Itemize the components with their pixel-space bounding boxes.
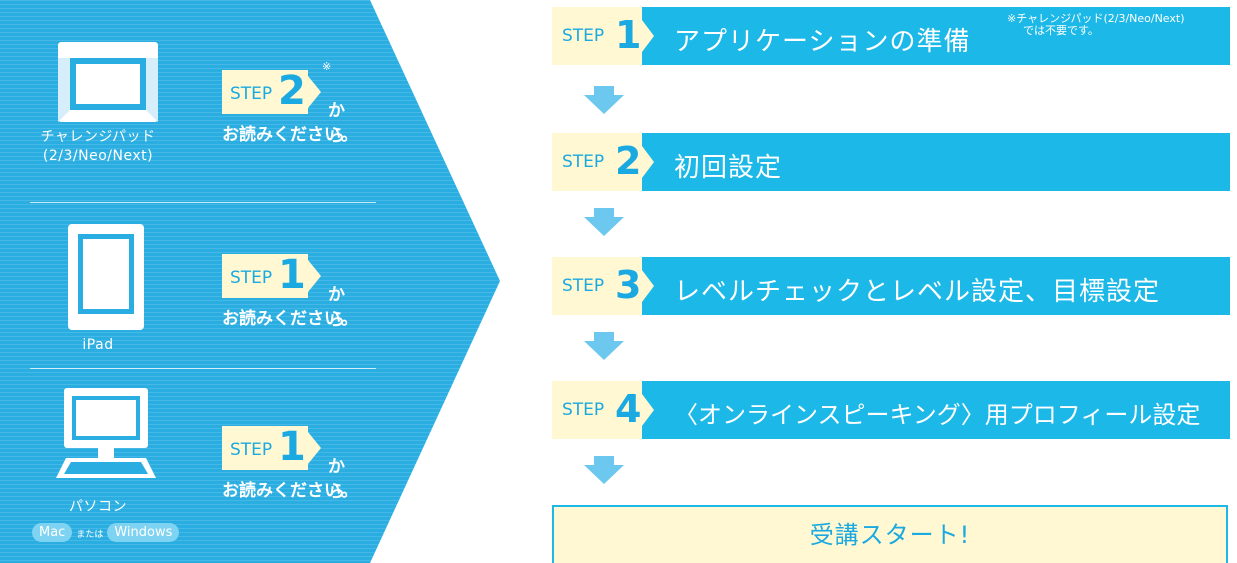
step-chevron-icon — [308, 76, 321, 108]
pc-icon — [56, 388, 156, 478]
ipad-icon — [68, 224, 144, 330]
divider — [30, 368, 376, 369]
flow-step-2: STEP 2 初回設定 — [552, 133, 1230, 191]
flow-step-tag: STEP 4 — [552, 381, 642, 439]
flow-step-title: 〈オンラインスピーキング〉用プロフィール設定 — [674, 401, 1201, 429]
flow-step-tag: STEP 3 — [552, 257, 642, 315]
device-label-ipad: iPad — [18, 336, 178, 355]
down-arrow-icon — [584, 208, 624, 236]
step-number: 1 — [278, 424, 306, 470]
device-label-line1: iPad — [82, 337, 114, 353]
step-word: STEP — [230, 268, 273, 288]
flow-step-title: アプリケーションの準備 — [674, 27, 971, 57]
step-kara: から — [328, 457, 345, 502]
down-arrow-icon — [584, 332, 624, 360]
step-chevron-icon — [308, 432, 321, 464]
step-word: STEP — [230, 84, 273, 104]
flow-step-note: ※チャレンジパッド(2/3/Neo/Next) では不要です。 — [1007, 13, 1227, 37]
note-line2: では不要です。 — [1023, 24, 1099, 37]
step-read: お読みください。 — [222, 125, 358, 145]
step-chevron-icon — [642, 394, 654, 426]
down-arrow-icon — [584, 86, 624, 114]
note-mark: ※ — [322, 60, 332, 73]
course-start-box: 受講スタート! — [552, 505, 1228, 563]
step-word: STEP — [562, 400, 605, 420]
down-arrow-icon — [584, 456, 624, 484]
step-word: STEP — [562, 152, 605, 172]
step-number: 2 — [615, 139, 642, 183]
step-tag: STEP 2 — [222, 68, 308, 114]
step-number: 2 — [278, 68, 306, 114]
step-read: お読みください。 — [222, 481, 358, 501]
divider — [30, 202, 376, 203]
step-tag: STEP 1 — [222, 252, 308, 298]
device-label-line1: チャレンジパッド — [40, 129, 156, 145]
step-word: STEP — [230, 440, 273, 460]
flow-step-title: 初回設定 — [674, 153, 783, 183]
step-read: お読みください。 — [222, 309, 358, 329]
step-number: 3 — [615, 263, 642, 307]
step-chevron-icon — [642, 20, 654, 52]
flow-step-tag: STEP 2 — [552, 133, 642, 191]
step-word: STEP — [562, 26, 605, 46]
step-tag: STEP 1 — [222, 424, 308, 470]
flow-step-4: STEP 4 〈オンラインスピーキング〉用プロフィール設定 — [552, 381, 1230, 439]
step-number: 1 — [615, 13, 642, 57]
os-or-text: または — [76, 530, 104, 540]
flow-step-tag: STEP 1 — [552, 7, 642, 65]
flow-step-3: STEP 3 レベルチェックとレベル設定、目標設定 — [552, 257, 1230, 315]
flow-step-1: STEP 1 アプリケーションの準備 ※チャレンジパッド(2/3/Neo/Nex… — [552, 7, 1230, 65]
device-label-pc: パソコン — [18, 498, 178, 517]
step-number: 1 — [278, 252, 306, 298]
step-chevron-icon — [642, 146, 654, 178]
device-label-line1: パソコン — [69, 499, 127, 515]
step-chevron-icon — [642, 270, 654, 302]
badge-mac: Mac — [32, 523, 73, 542]
badge-windows: Windows — [107, 523, 180, 542]
step-kara: から — [328, 101, 345, 146]
challenge-pad-icon — [58, 42, 158, 122]
device-label-line2: (2/3/Neo/Next) — [42, 148, 154, 164]
step-number: 4 — [615, 387, 642, 431]
note-line1: ※チャレンジパッド(2/3/Neo/Next) — [1007, 12, 1185, 25]
step-chevron-icon — [308, 260, 321, 292]
flow-step-title: レベルチェックとレベル設定、目標設定 — [674, 277, 1161, 307]
step-word: STEP — [562, 276, 605, 296]
device-label-challenge-pad: チャレンジパッド (2/3/Neo/Next) — [18, 128, 178, 166]
step-kara: から — [328, 285, 345, 330]
